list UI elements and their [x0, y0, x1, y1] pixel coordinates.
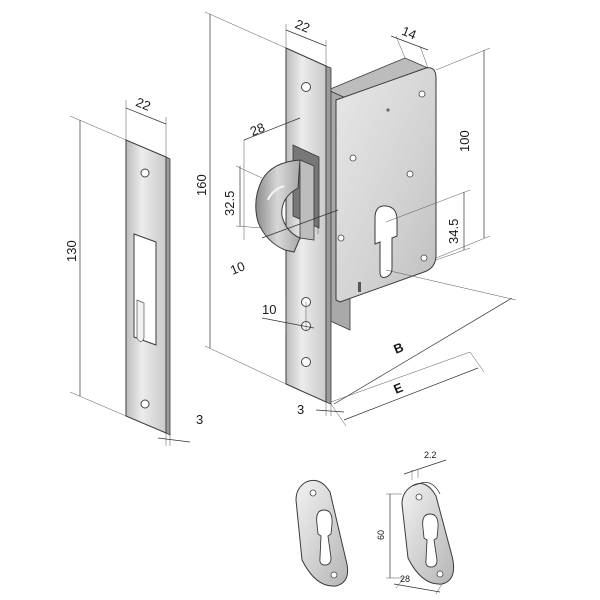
escutcheon-width-label: 28: [400, 574, 410, 584]
strike-screw-hole-top: [140, 168, 150, 178]
lock-dimensions: 22 160 14 100 28 32.5 34.5 10: [194, 11, 517, 427]
e-dimension-label: E: [391, 379, 405, 396]
escutcheon-thickness-label: 2.2: [424, 450, 437, 460]
strike-width-label: 22: [134, 94, 153, 113]
case-height-label: 100: [457, 130, 472, 152]
faceplate-width-label: 22: [293, 16, 312, 35]
faceplate-thickness-label: 3: [297, 402, 304, 417]
strike-plate: [125, 139, 171, 436]
escutcheon-side: [401, 481, 455, 585]
strike-height-label: 130: [64, 240, 79, 262]
escutcheon-front: [295, 479, 349, 587]
escutcheon-height-label: 60: [376, 530, 386, 540]
cylinder-vertical-label: 34.5: [446, 219, 461, 244]
escutcheon-dimensions: 2.2 60 28: [376, 450, 447, 595]
cylinder-cutout: [374, 205, 398, 278]
hook-offset-label: 10: [228, 258, 247, 277]
backset-label: B: [391, 339, 405, 356]
hook-height-label: 32.5: [222, 191, 237, 216]
hook-projection-label: 28: [248, 120, 267, 139]
lock-case: [326, 57, 437, 331]
lock-height-label: 160: [194, 174, 209, 196]
strike-screw-hole-bottom: [140, 399, 150, 409]
strike-thickness-label: 3: [196, 412, 203, 427]
lower-offset-label: 10: [262, 302, 276, 317]
hook-bolt: [255, 159, 315, 253]
strike-dimensions: 22 130 3: [64, 94, 203, 446]
case-depth-label: 14: [400, 23, 419, 42]
